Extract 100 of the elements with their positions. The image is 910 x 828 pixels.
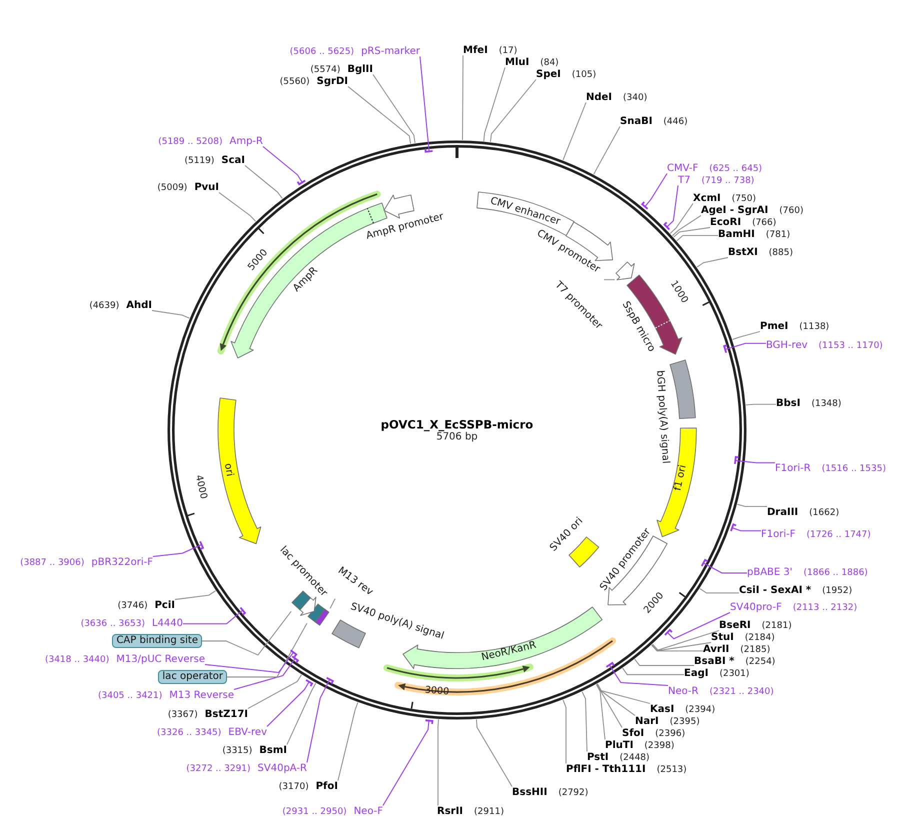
cut-position: (2396) <box>655 728 686 740</box>
leader-line <box>152 540 204 557</box>
primer-name: M13/pUC Reverse <box>116 654 205 664</box>
primer-name: Amp-R <box>230 136 263 146</box>
enzyme-name: PciI <box>154 600 175 610</box>
cut-position: (2301) <box>719 668 750 680</box>
leader-line <box>490 79 536 142</box>
enzyme-name: SnaBI <box>620 116 652 126</box>
leader-line <box>604 279 616 280</box>
cut-position: (3315) <box>222 746 252 756</box>
primer-name: pBR322ori-F <box>91 556 153 568</box>
primer-name: T7 <box>678 174 690 186</box>
leader-line <box>699 588 740 594</box>
leader-line <box>306 676 334 763</box>
cut-position: (1952) <box>822 586 852 596</box>
cut-position: (2911) <box>474 806 504 818</box>
primer-range: (2321 .. 2340) <box>710 686 774 698</box>
leader-line <box>420 56 434 153</box>
primer-name: F1ori-F <box>761 528 796 540</box>
leader-line <box>152 310 190 319</box>
leader-line <box>262 146 306 186</box>
leader-line <box>330 598 336 609</box>
leader-line <box>664 612 730 640</box>
leader-line <box>672 215 702 236</box>
enzyme-name: PfoI <box>316 780 338 792</box>
enzyme-name: BstXI <box>728 246 758 258</box>
enzyme-name: AgeI - SgrAI <box>701 204 768 216</box>
enzyme-name: BseRI <box>719 620 751 630</box>
primer-name: F1ori-R <box>775 462 811 474</box>
primer-name: L4440 <box>152 618 183 628</box>
leader-line <box>641 173 668 210</box>
leader-line <box>696 257 728 268</box>
primer-name: EBV-rev <box>228 726 267 738</box>
feature-tag: CAP binding site <box>112 634 202 648</box>
leader-line <box>652 630 720 651</box>
cut-position: (766) <box>752 218 776 228</box>
enzyme-name: CsiI - SexAI * <box>739 584 812 596</box>
leader-line <box>226 622 308 678</box>
leader-line <box>723 342 766 354</box>
cut-position: (2792) <box>558 788 588 798</box>
feature-label: SV40 poly(A) signal <box>348 601 446 643</box>
leader-line <box>596 683 636 716</box>
primer-range: (3272 .. 3291) <box>186 764 251 774</box>
primer-range: (5606 .. 5625) <box>290 46 354 58</box>
leader-line <box>606 662 668 686</box>
sequence-length: 5706 bp <box>436 432 478 444</box>
primer-name: SV40pA-R <box>258 762 307 774</box>
primer-range: (1726 .. 1747) <box>806 530 871 540</box>
leader-line <box>734 456 776 465</box>
enzyme-name: SgrDI <box>316 76 348 86</box>
primer-name: CMV-F <box>667 162 698 174</box>
enzyme-name: BssHII <box>512 786 548 798</box>
primer-name: SV40pro-F <box>730 602 782 612</box>
cut-position: (2448) <box>620 752 650 764</box>
enzyme-name: PstI <box>587 752 609 762</box>
leader-line <box>266 679 313 727</box>
leader-line <box>676 235 718 242</box>
enzyme-name: PvuI <box>194 182 219 192</box>
leader-line <box>651 642 712 652</box>
plasmid-name: pOVC1_X_EcSSPB-micro <box>380 418 534 432</box>
cut-position: (4639) <box>89 300 120 312</box>
feature-block <box>306 603 326 624</box>
leader-line <box>562 102 586 161</box>
leader-line <box>596 684 622 728</box>
tick-label: 3000 <box>425 684 450 698</box>
leader-line <box>745 404 776 406</box>
primer-range: (719 .. 738) <box>701 176 754 186</box>
leader-line <box>244 165 283 199</box>
primer-name: BGH-rev <box>766 340 808 350</box>
leader-line <box>730 524 762 532</box>
cut-position: (2184) <box>744 632 775 644</box>
feature-label: f1 ori <box>672 464 690 492</box>
enzyme-name: RsrII <box>437 806 464 816</box>
enzyme-name: NarI <box>635 716 659 726</box>
enzyme-name: MfeI <box>463 44 488 56</box>
feature-block <box>669 359 697 420</box>
enzyme-name: EcoRI <box>710 216 742 228</box>
primer-range: (5189 .. 5208) <box>158 136 222 148</box>
cut-position: (446) <box>663 116 688 128</box>
leader-line <box>182 606 246 624</box>
leader-line <box>596 684 606 740</box>
enzyme-name: NdeI <box>586 92 612 102</box>
leader-line <box>462 55 464 140</box>
cut-position: (2394) <box>685 704 716 716</box>
leader-line <box>234 656 299 690</box>
enzyme-name: StuI <box>711 632 734 642</box>
cut-position: (5009) <box>157 182 188 194</box>
cut-position: (3367) <box>168 710 198 720</box>
leader-line <box>622 668 684 676</box>
cut-position: (17) <box>498 46 518 56</box>
enzyme-name: BsmI <box>259 744 287 756</box>
cut-position: (3170) <box>278 782 309 792</box>
primer-name: Neo-R <box>668 686 698 696</box>
enzyme-name: BsaBI * <box>694 656 734 666</box>
feature-label: ori <box>220 462 236 478</box>
cut-position: (2398) <box>644 740 674 752</box>
enzyme-name: ScaI <box>221 154 245 166</box>
cut-position: (5560) <box>280 76 310 88</box>
primer-name: M13 Reverse <box>169 690 234 700</box>
enzyme-name: BbsI <box>776 398 800 408</box>
